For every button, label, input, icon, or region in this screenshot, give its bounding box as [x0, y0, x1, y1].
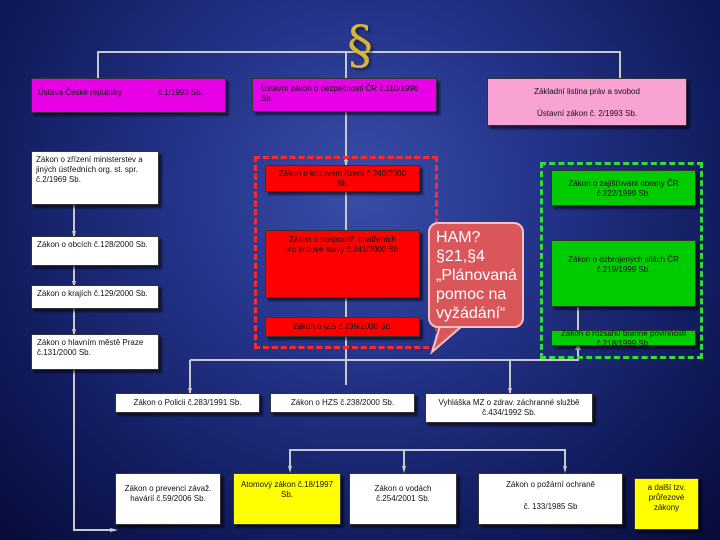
police-act-label: Zákon o Policii č.283/1991 Sb.: [133, 398, 242, 407]
prague-act-label: Zákon o hlavním městě Praze č.131/2000 S…: [37, 338, 144, 357]
water-act-label: Zákon o vodách č.254/2001 Sb.: [374, 484, 432, 503]
ministries-act-box: Zákon o zřízení ministerstev a jiných ús…: [31, 151, 159, 205]
constitution-box: Ústava České republiky č.1/1993 Sb.: [31, 78, 226, 113]
ham-callout-text: HAM? §21,§4 „Plánovaná pomoc na vyžádání…: [436, 229, 517, 322]
municipalities-act-label: Zákon o obcích č.128/2000 Sb.: [37, 240, 148, 249]
atomic-act-label: Atomový zákon č.18/1997 Sb.: [240, 480, 334, 499]
crisis-management-act-box: Zákon o krizovém řízení č.240/2000 Sb.: [265, 165, 420, 192]
irs-act-label: Zákon o IZS č.239/2000 Sb.: [292, 322, 393, 331]
fire-protection-act-box: Zákon o požární ochraně č. 133/1985 Sb: [478, 473, 623, 525]
accident-prevention-act-box: Zákon o prevenci závaž. havárií č.59/200…: [115, 473, 221, 525]
irs-act-box: Zákon o IZS č.239/2000 Sb.: [265, 317, 420, 337]
section-sign-title: §: [347, 16, 373, 76]
crisis-management-act-label: Zákon o krizovém řízení č.240/2000 Sb.: [278, 169, 407, 188]
atomic-act-box: Atomový zákon č.18/1997 Sb.: [233, 473, 341, 525]
security-act-label: Ústavní zákon o bezpečnosti ČR č.110/199…: [261, 84, 419, 103]
cross-sectional-acts-box: a další tzv. průřezové zákony: [634, 478, 699, 530]
regions-act-box: Zákon o krajích č.129/2000 Sb.: [31, 285, 159, 309]
constitution-label: Ústava České republiky: [38, 88, 123, 97]
ministries-act-label: Zákon o zřízení ministerstev a jiných ús…: [36, 155, 143, 184]
fire-protection-act-label: Zákon o požární ochraně: [506, 480, 595, 489]
conscription-act-box: Zákon o rozsahu branné povinnosti č.218/…: [551, 329, 696, 348]
economic-measures-act-box: Zákon o hospodář. opatřeních pro krizové…: [265, 230, 420, 298]
ems-decree-box: Vyhláška MZ o zdrav. záchranné službě č.…: [425, 393, 593, 423]
charter-number: Ústavní zákon č. 2/1993 Sb.: [536, 109, 638, 118]
charter-box: Základní listina práv a svobod Ústavní z…: [487, 78, 687, 126]
ham-callout-bubble: HAM? §21,§4 „Plánovaná pomoc na vyžádání…: [428, 222, 524, 328]
cross-sectional-acts-label: a další tzv. průřezové zákony: [647, 483, 686, 512]
prague-act-box: Zákon o hlavním městě Praze č.131/2000 S…: [31, 334, 159, 370]
municipalities-act-box: Zákon o obcích č.128/2000 Sb.: [31, 236, 159, 266]
armed-forces-act-box: Zákon o ozbrojených silách ČR č.219/1999…: [551, 240, 696, 307]
defense-act-label: Zákon o zajišťování obrany ČR č.222/1999…: [568, 179, 679, 198]
security-act-box: Ústavní zákon o bezpečnosti ČR č.110/199…: [252, 78, 437, 112]
armed-forces-act-label: Zákon o ozbrojených silách ČR č.219/1999…: [568, 255, 679, 274]
accident-prevention-act-label: Zákon o prevenci závaž. havárií č.59/200…: [124, 484, 212, 503]
charter-label: Základní listina práv a svobod: [534, 87, 640, 96]
ems-decree-label: Vyhláška MZ o zdrav. záchranné službě č.…: [438, 398, 580, 417]
defense-act-box: Zákon o zajišťování obrany ČR č.222/1999…: [551, 170, 696, 206]
hzs-act-box: Zákon o HZS č.238/2000 Sb.: [270, 393, 415, 413]
water-act-box: Zákon o vodách č.254/2001 Sb.: [349, 473, 457, 525]
economic-measures-act-label: Zákon o hospodář. opatřeních pro krizové…: [284, 235, 401, 254]
constitution-number: č.1/1993 Sb.: [158, 88, 203, 97]
conscription-act-label: Zákon o rozsahu branné povinnosti č.218/…: [561, 329, 686, 348]
fire-protection-act-number: č. 133/1985 Sb: [523, 502, 578, 511]
hzs-act-label: Zákon o HZS č.238/2000 Sb.: [290, 398, 395, 407]
police-act-box: Zákon o Policii č.283/1991 Sb.: [115, 393, 260, 413]
regions-act-label: Zákon o krajích č.129/2000 Sb.: [37, 289, 148, 298]
